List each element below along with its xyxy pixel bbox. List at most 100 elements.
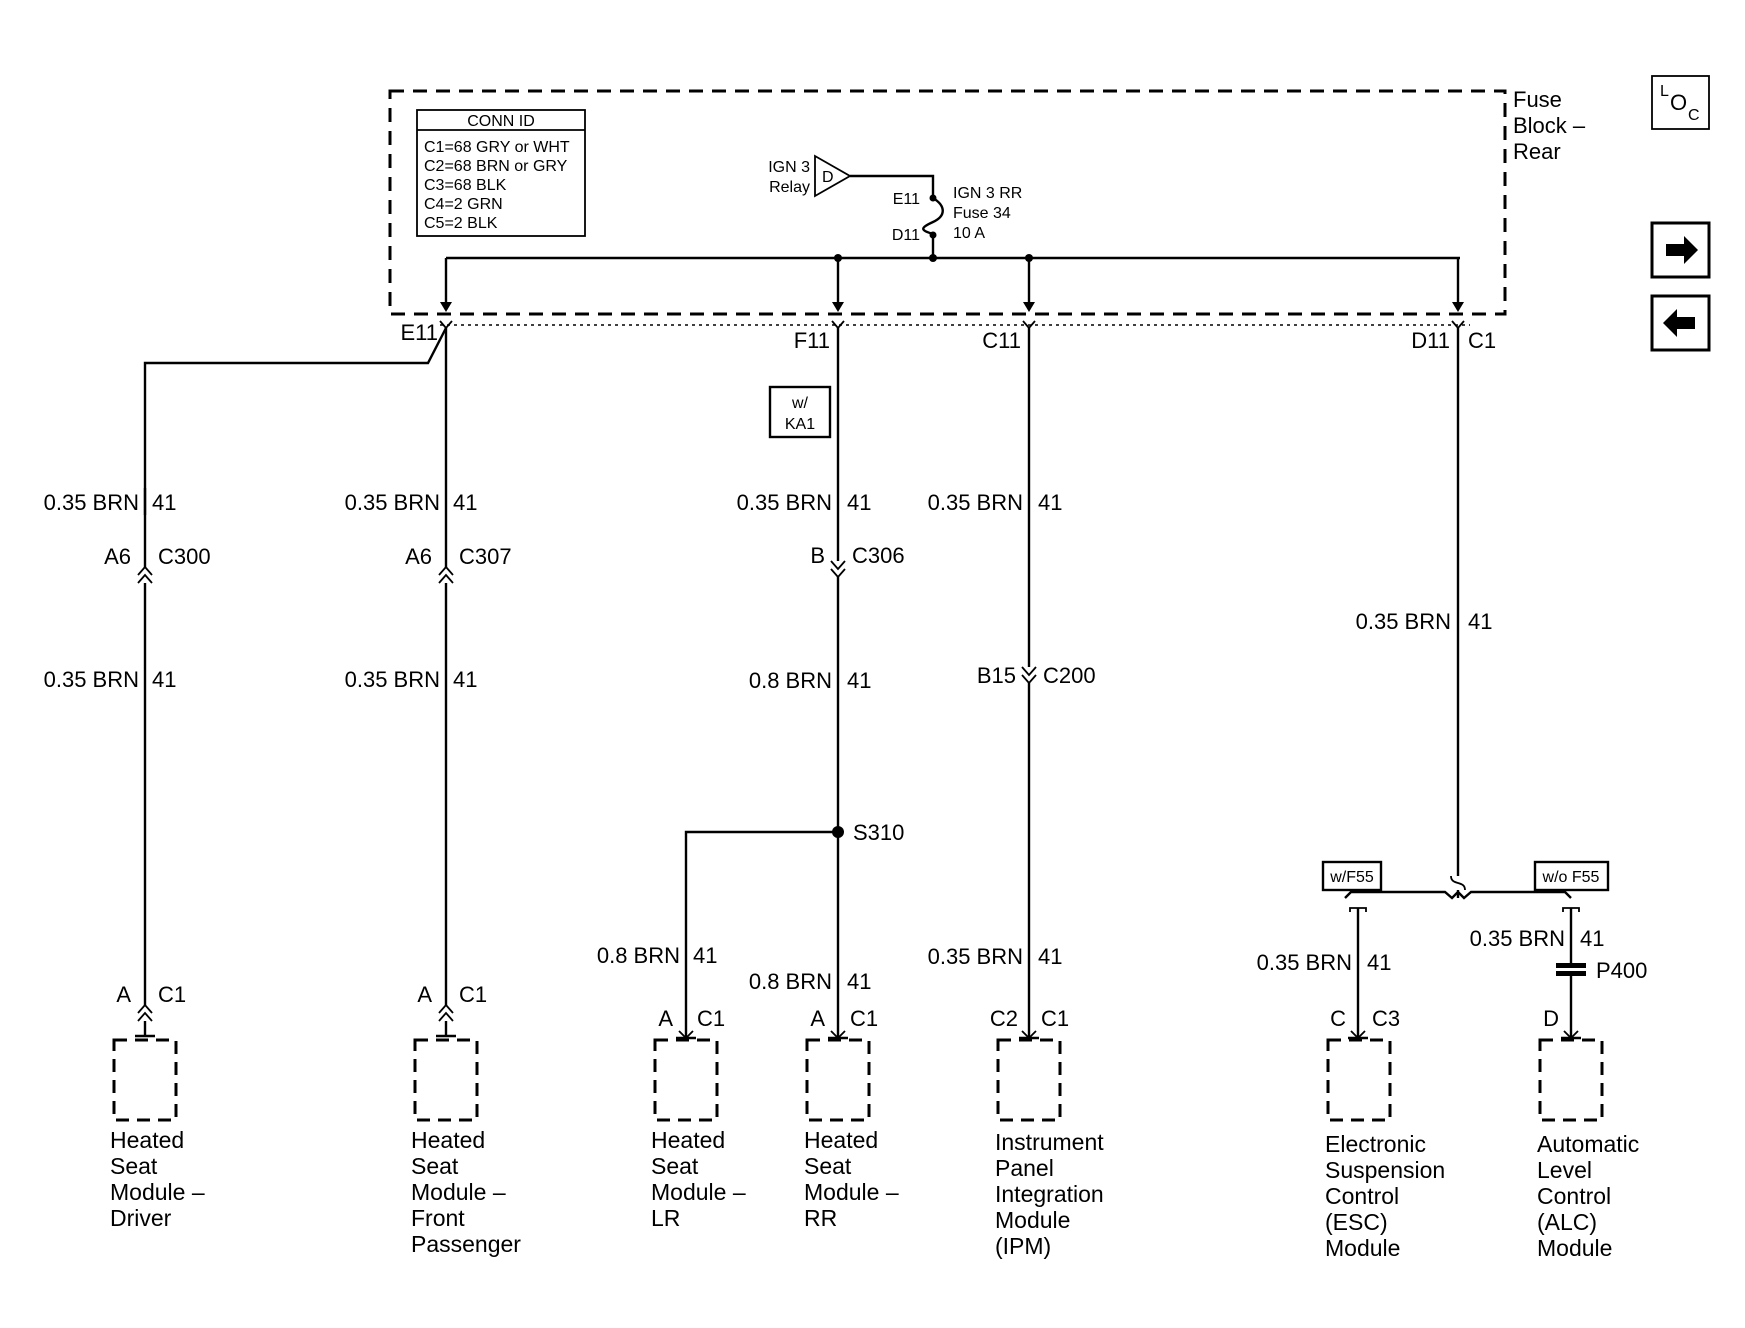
module-name-5: Module [1537,1235,1612,1261]
wire-circuit: 41 [1038,490,1062,515]
wire-circuit: 41 [453,490,477,515]
module-name-4: Driver [110,1205,172,1231]
module-name-3: Control [1537,1183,1611,1209]
module-name-4: Front [411,1205,465,1231]
circuit-driver-seat: 0.35 BRN 41 A6 C300 0.35 BRN 41 A C1 Hea… [44,327,448,1231]
module-pin: A [658,1006,673,1031]
splice-label: S310 [853,820,904,845]
wire-gauge: 0.8 BRN [749,969,832,994]
module-name-2: Suspension [1325,1157,1445,1183]
p400-connector-icon [1556,963,1586,976]
connector-name: C200 [1043,663,1096,688]
wire-gauge: 0.35 BRN [345,667,440,692]
module-name-4: Module [995,1207,1070,1233]
module-connector: C1 [158,982,186,1007]
option-box-ka1: w/ KA1 [768,385,832,439]
conn-id-row-4: C4=2 GRN [424,196,503,213]
forward-button[interactable] [1650,221,1711,279]
module-name-5: Module [1325,1235,1400,1261]
connector-name: C300 [158,544,211,569]
bus-drops [440,258,1464,312]
fuse-pin-top: E11 [893,191,920,208]
wire-gauge: 0.35 BRN [44,667,139,692]
circuit-front-passenger-seat: 0.35 BRN 41 A6 C307 0.35 BRN 41 A C1 Hea… [345,328,521,1257]
module-pin: D [1543,1006,1559,1031]
circuit-esc-alc: 0.35 BRN 41 w/F55 w/o F55 0.35 BRN 41 C … [1257,328,1647,1261]
fuse-icon [922,196,944,236]
module-connector: C1 [850,1006,878,1031]
wire-circuit: 41 [847,490,871,515]
module-name-1: Automatic [1537,1131,1639,1157]
svg-text:L: L [1660,83,1669,100]
circuit-ipm: 0.35 BRN 41 B15 C200 0.35 BRN 41 C2 C1 I… [928,328,1104,1259]
module-pin: C2 [990,1006,1018,1031]
wire-circuit: 41 [152,490,176,515]
conn-id-table: CONN ID C1=68 GRY or WHT C2=68 BRN or GR… [416,109,586,237]
module-name-2: Seat [411,1153,459,1179]
fuse-block-outline [388,89,1507,316]
fuse-rating: 10 A [953,225,985,242]
module-pin: C [1330,1006,1346,1031]
module-connector: C1 [1041,1006,1069,1031]
svg-text:w/: w/ [791,395,809,412]
fuse-name-2: Fuse 34 [953,205,1011,222]
module-box [1538,1038,1604,1122]
conn-id-row-1: C1=68 GRY or WHT [424,139,570,156]
connector-pin: B15 [977,663,1016,688]
connector-pin: A6 [405,544,432,569]
module-name-4: (ESC) [1325,1209,1388,1235]
circuit-rear-seats: w/ KA1 0.35 BRN 41 B C306 0.8 BRN 41 S31… [597,328,905,1231]
fuse-34: E11 D11 IGN 3 RR Fuse 34 10 A [892,185,1022,258]
svg-text:KA1: KA1 [785,416,815,433]
fuse-block: Fuse Block – Rear CONN ID C1=68 GRY or W… [388,87,1586,326]
wire-gauge: 0.8 BRN [597,943,680,968]
output-pin-c11: C11 [982,328,1021,353]
module-name-3: Module – [804,1179,899,1205]
connector-pin: B [810,543,825,568]
module-pin: A [116,982,131,1007]
p400-label: P400 [1596,958,1647,983]
module-name-3: Control [1325,1183,1399,1209]
wire-gauge: 0.35 BRN [1470,926,1565,951]
wire-circuit: 41 [1038,944,1062,969]
loc-button[interactable]: L O C [1651,75,1710,130]
module-box [996,1038,1062,1122]
module-name-2: Seat [804,1153,852,1179]
svg-text:O: O [1670,90,1687,115]
module-name-3: Integration [995,1181,1104,1207]
wire-gauge: 0.35 BRN [1257,950,1352,975]
module-box [413,1038,479,1122]
module-box [1326,1038,1392,1122]
module-name-5: (IPM) [995,1233,1051,1259]
module-connector: C1 [697,1006,725,1031]
module-name-4: (ALC) [1537,1209,1597,1235]
wire-gauge: 0.35 BRN [737,490,832,515]
wire-circuit: 41 [453,667,477,692]
relay-name-1: IGN 3 [768,159,810,176]
conn-id-header: CONN ID [467,113,535,130]
module-name-2: Seat [651,1153,699,1179]
wire-gauge: 0.35 BRN [928,944,1023,969]
conn-id-row-3: C3=68 BLK [424,177,507,194]
option-box-wof55: w/o F55 [1533,860,1610,892]
wire-circuit: 41 [1468,609,1492,634]
output-pin-d11: D11 [1411,328,1450,353]
wire-gauge: 0.8 BRN [749,668,832,693]
svg-text:w/F55: w/F55 [1329,869,1374,886]
module-name-3: Module – [110,1179,205,1205]
wire-circuit: 41 [1367,950,1391,975]
loc-icon [1651,75,1710,130]
fuse-pin-bottom: D11 [892,227,920,244]
module-name-1: Heated [411,1127,485,1153]
arrow-left-icon [1663,309,1695,337]
relay-symbol: D [822,169,834,186]
module-connector: C1 [459,982,487,1007]
module-name-1: Heated [804,1127,878,1153]
conn-id-row-5: C5=2 BLK [424,215,498,232]
wire-circuit: 41 [693,943,717,968]
output-pin-f11: F11 [794,328,830,353]
module-name-2: Level [1537,1157,1592,1183]
module-name-1: Heated [651,1127,725,1153]
back-button[interactable] [1650,294,1711,352]
